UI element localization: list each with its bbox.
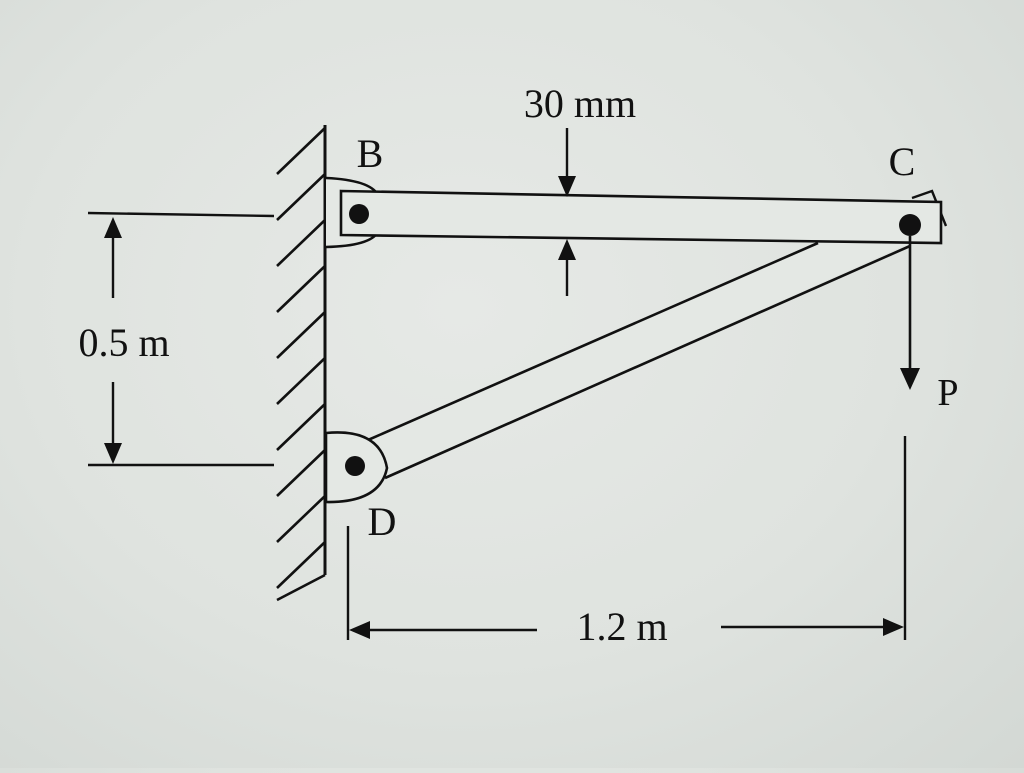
wall-hatching — [276, 127, 326, 602]
vertical-dimension — [87, 211, 275, 467]
label-vertical-distance: 0.5 m — [78, 320, 169, 365]
pin-b-icon — [349, 204, 369, 224]
wall — [276, 125, 327, 602]
horizontal-dimension — [346, 436, 907, 640]
pin-c-icon — [899, 214, 921, 236]
label-point-d: D — [368, 499, 397, 544]
label-load-p: P — [937, 372, 958, 414]
thickness-dimension — [558, 128, 576, 296]
label-thickness: 30 mm — [524, 81, 636, 126]
member-dc — [367, 241, 911, 480]
label-horizontal-distance: 1.2 m — [576, 604, 667, 649]
label-point-c: C — [889, 139, 916, 184]
member-bc — [339, 189, 943, 245]
load-p-arrow — [900, 236, 920, 390]
label-point-b: B — [357, 131, 384, 176]
pin-d-icon — [345, 456, 365, 476]
